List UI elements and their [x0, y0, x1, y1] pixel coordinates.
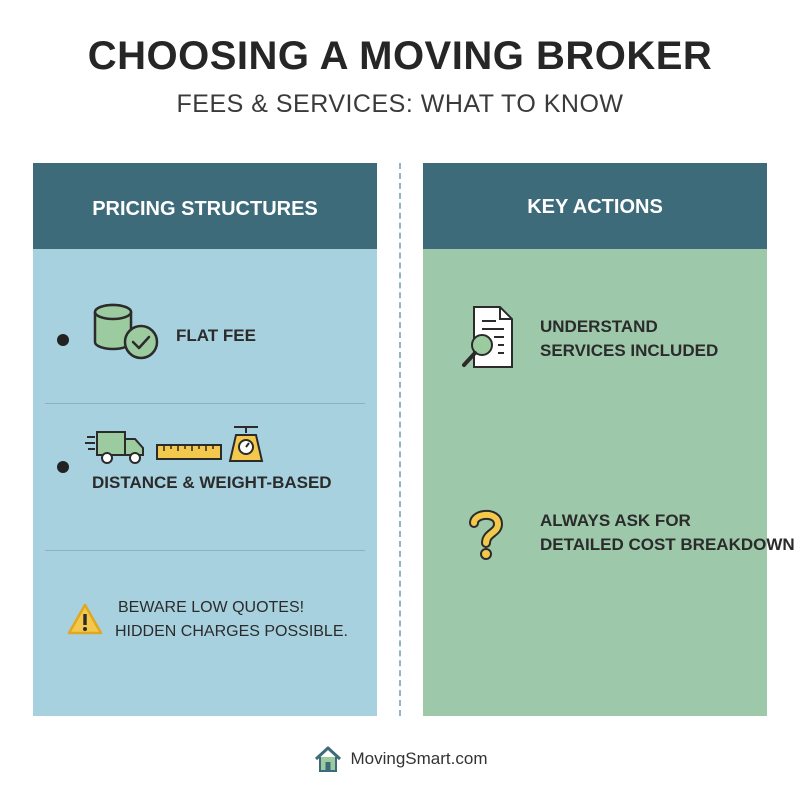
pricing-item-flat-fee: FLAT FEE: [176, 326, 256, 345]
bullet-icon: [57, 461, 69, 473]
pricing-structures-panel: PRICING STRUCTURES FLAT FEE: [33, 163, 377, 716]
center-divider: [399, 163, 401, 716]
moving-truck-icon: [85, 431, 144, 464]
page-subtitle: FEES & SERVICES: WHAT TO KNOW: [176, 90, 624, 118]
footer-brand[interactable]: MovingSmart.com: [350, 749, 488, 768]
key-actions-panel: KEY ACTIONS UNDERSTAND SERVICES INCLUDED…: [423, 163, 795, 716]
house-icon: [314, 746, 341, 772]
coin-stack-check-icon: [93, 303, 159, 360]
document-search-icon: [462, 306, 513, 368]
action-understand-line-2: SERVICES INCLUDED: [540, 341, 719, 360]
page-title: CHOOSING A MOVING BROKER: [87, 34, 713, 78]
scale-icon: [228, 426, 264, 462]
pricing-item-distance-weight: DISTANCE & WEIGHT-BASED: [92, 473, 332, 492]
action-ask-line-1: ALWAYS ASK FOR: [540, 511, 691, 530]
question-mark-icon: [469, 509, 504, 560]
action-ask-line-2: DETAILED COST BREAKDOWN: [540, 535, 795, 554]
action-understand-line-1: UNDERSTAND: [540, 317, 658, 336]
footer: MovingSmart.com: [0, 745, 800, 773]
pricing-structures-heading: PRICING STRUCTURES: [33, 163, 377, 249]
key-actions-heading: KEY ACTIONS: [423, 163, 767, 249]
warning-line-2: HIDDEN CHARGES POSSIBLE.: [115, 623, 348, 640]
divider: [45, 403, 365, 404]
warning-line-1: BEWARE LOW QUOTES!: [118, 599, 305, 616]
ruler-icon: [156, 444, 222, 460]
bullet-icon: [57, 334, 69, 346]
warning-icon: [67, 603, 103, 635]
divider: [45, 550, 365, 551]
